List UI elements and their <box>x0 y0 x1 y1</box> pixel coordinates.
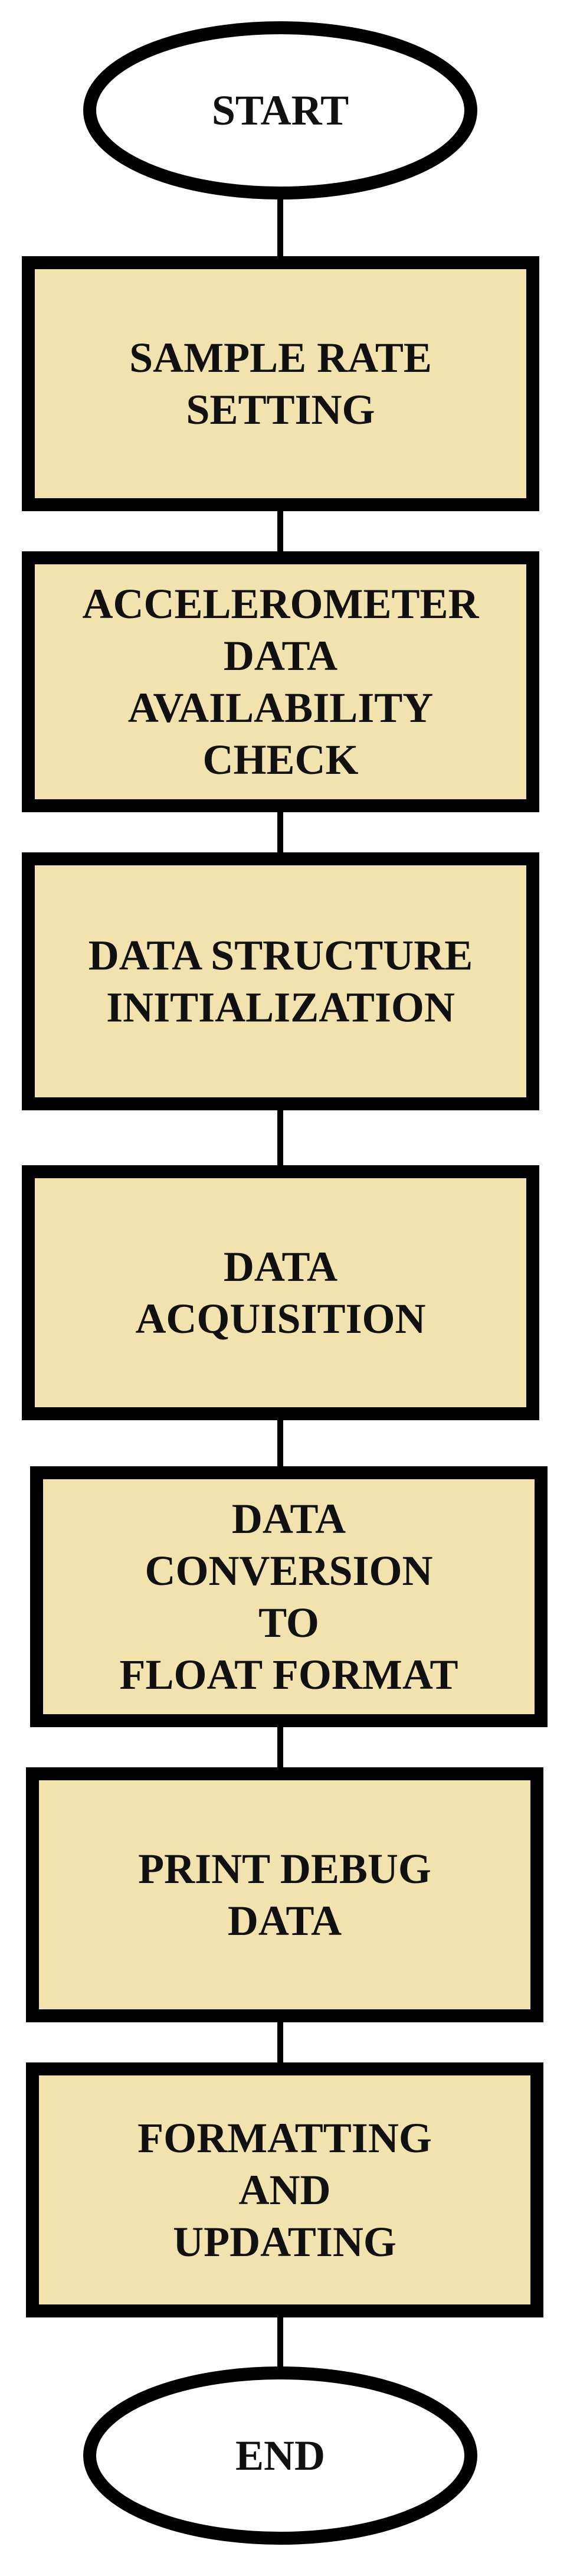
process-step-label-line: PRINT DEBUG <box>138 1845 431 1892</box>
process-step-label-line: UPDATING <box>173 2218 396 2266</box>
process-step-label-line: FORMATTING <box>137 2114 432 2162</box>
process-step: DATA ACQUISITION <box>22 1165 539 1420</box>
process-box <box>26 1767 543 2022</box>
start-ellipse <box>83 21 477 200</box>
end-terminal: END <box>83 2366 477 2545</box>
process-box <box>30 1466 548 1727</box>
process-step-label-line: TO <box>258 1599 319 1646</box>
process-step-label-line: ACQUISITION <box>135 1295 425 1342</box>
process-step: ACCELEROMETER DATA AVAILABILITY CHECK <box>22 551 539 812</box>
process-step-label-line: CONVERSION <box>145 1547 432 1594</box>
start-label: START <box>212 87 349 134</box>
end-label: END <box>235 2432 325 2479</box>
start-terminal: START <box>83 21 477 200</box>
process-box <box>22 256 539 511</box>
process-step-label-line: AVAILABILITY <box>128 684 434 731</box>
process-step-label-line: SAMPLE RATE <box>129 334 432 381</box>
process-box <box>22 1165 539 1420</box>
process-step: SAMPLE RATE SETTING <box>22 256 539 511</box>
process-step: DATA CONVERSION TO FLOAT FORMAT <box>30 1466 548 1727</box>
process-step-label-line: INITIALIZATION <box>106 984 455 1031</box>
nodes: START SAMPLE RATE SETTING ACCELEROMETER DATA… <box>22 21 548 2545</box>
process-step-label-line: DATA <box>232 1495 346 1542</box>
process-step: DATA STRUCTURE INITIALIZATION <box>22 852 539 1110</box>
process-step-label-line: DATA <box>228 1897 342 1944</box>
process-box <box>26 2062 543 2317</box>
process-step-label-line: DATA STRUCTURE <box>89 932 473 979</box>
process-step-label-line: DATA <box>224 1243 337 1290</box>
process-box <box>22 852 539 1110</box>
process-step-label-line: CHECK <box>202 736 358 783</box>
process-step: PRINT DEBUG DATA <box>26 1767 543 2022</box>
process-step-label-line: DATA <box>224 632 337 679</box>
process-step-label-line: SETTING <box>186 386 375 433</box>
process-step-label-line: ACCELEROMETER <box>82 580 479 627</box>
process-step-label-line: FLOAT FORMAT <box>120 1651 458 1698</box>
end-ellipse <box>83 2366 477 2545</box>
process-box <box>22 551 539 812</box>
process-step-label-line: AND <box>239 2166 331 2214</box>
